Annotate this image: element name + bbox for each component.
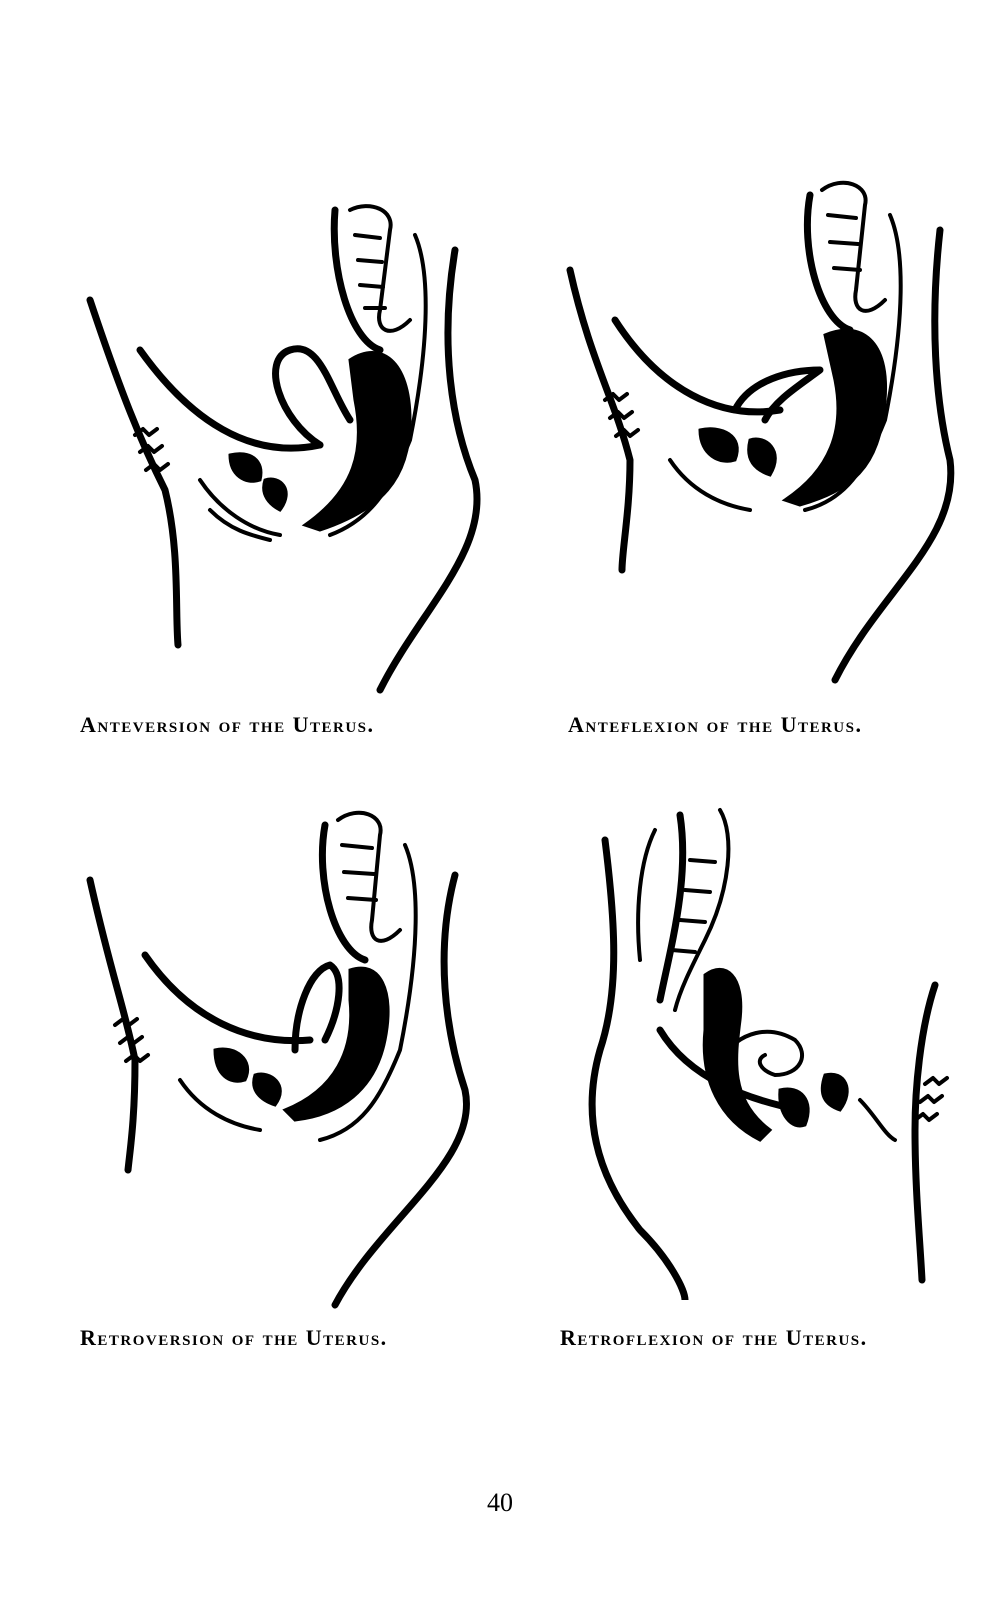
anteflexion-illustration	[560, 170, 970, 690]
anteversion-drawing	[86, 204, 481, 694]
anteflexion-caption: Anteflexion of the Uterus.	[568, 712, 863, 737]
retroversion-caption: Retroversion of the Uterus.	[80, 1325, 388, 1350]
anteflexion-drawing	[566, 180, 955, 684]
retroversion-illustration	[80, 800, 490, 1310]
anteversion-illustration	[80, 190, 490, 700]
retroflexion-illustration	[560, 800, 970, 1300]
retroflexion-caption: Retroflexion of the Uterus.	[560, 1325, 868, 1350]
anteversion-caption: Anteversion of the Uterus.	[80, 712, 375, 737]
retroversion-drawing	[86, 810, 470, 1309]
retroflexion-drawing	[588, 808, 949, 1300]
page-number: 40	[487, 1488, 513, 1517]
